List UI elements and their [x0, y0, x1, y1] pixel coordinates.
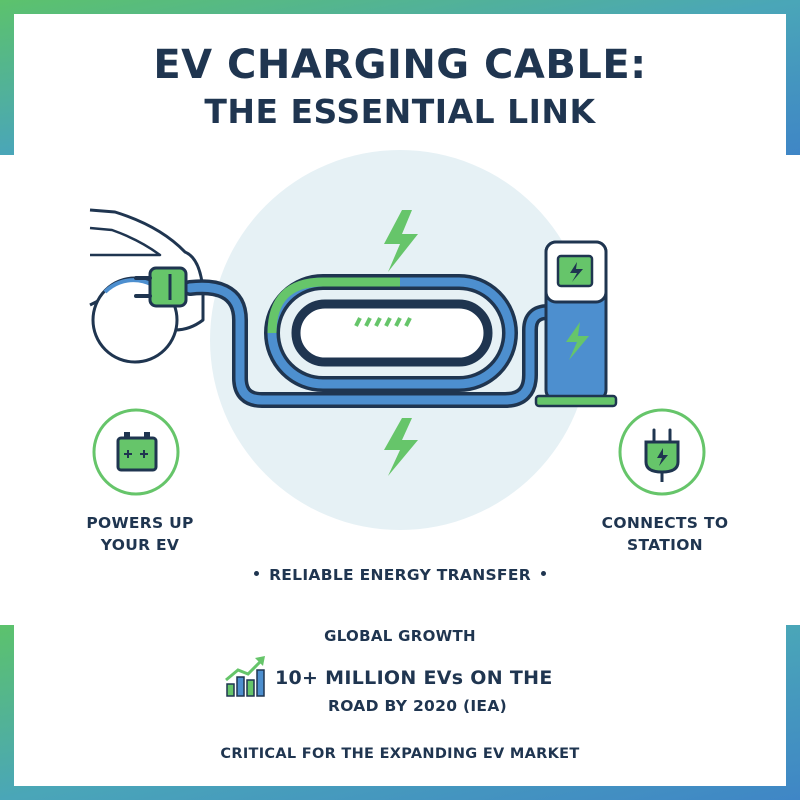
feature-right-line-1: CONNECTS TO [601, 514, 729, 532]
tagline-text: RELIABLE ENERGY TRANSFER [269, 566, 531, 584]
footer-text: CRITICAL FOR THE EXPANDING EV MARKET [220, 746, 580, 762]
bullet-dot [254, 571, 260, 576]
charging-station-icon [534, 240, 618, 408]
plug-icon [618, 408, 706, 496]
feature-powers-up: POWERS UP YOUR EV [55, 512, 225, 556]
feature-connects-to: CONNECTS TO STATION [575, 512, 755, 556]
feature-right-line-2: STATION [627, 536, 703, 554]
bullet-dot [540, 571, 546, 576]
lightning-bolt-top-icon [384, 210, 418, 272]
growth-stat-line-2: ROAD BY 2020 (IEA) [328, 697, 507, 715]
title-line-1: EV CHARGING CABLE: [153, 42, 647, 88]
growth-label: GLOBAL GROWTH [324, 627, 476, 645]
lightning-bolt-bottom-icon [384, 418, 418, 476]
growth-stat-line-1: 10+ MILLION EVs ON THE [275, 667, 553, 689]
car-plug-icon [134, 266, 188, 308]
growth-chart-icon [225, 656, 265, 697]
feature-left-line-2: YOUR EV [100, 536, 180, 554]
tagline: RELIABLE ENERGY TRANSFER [0, 566, 800, 584]
title-line-2: THE ESSENTIAL LINK [204, 92, 596, 131]
feature-left-line-1: POWERS UP [86, 514, 194, 532]
battery-icon [92, 408, 180, 496]
cable-coil [264, 274, 518, 392]
